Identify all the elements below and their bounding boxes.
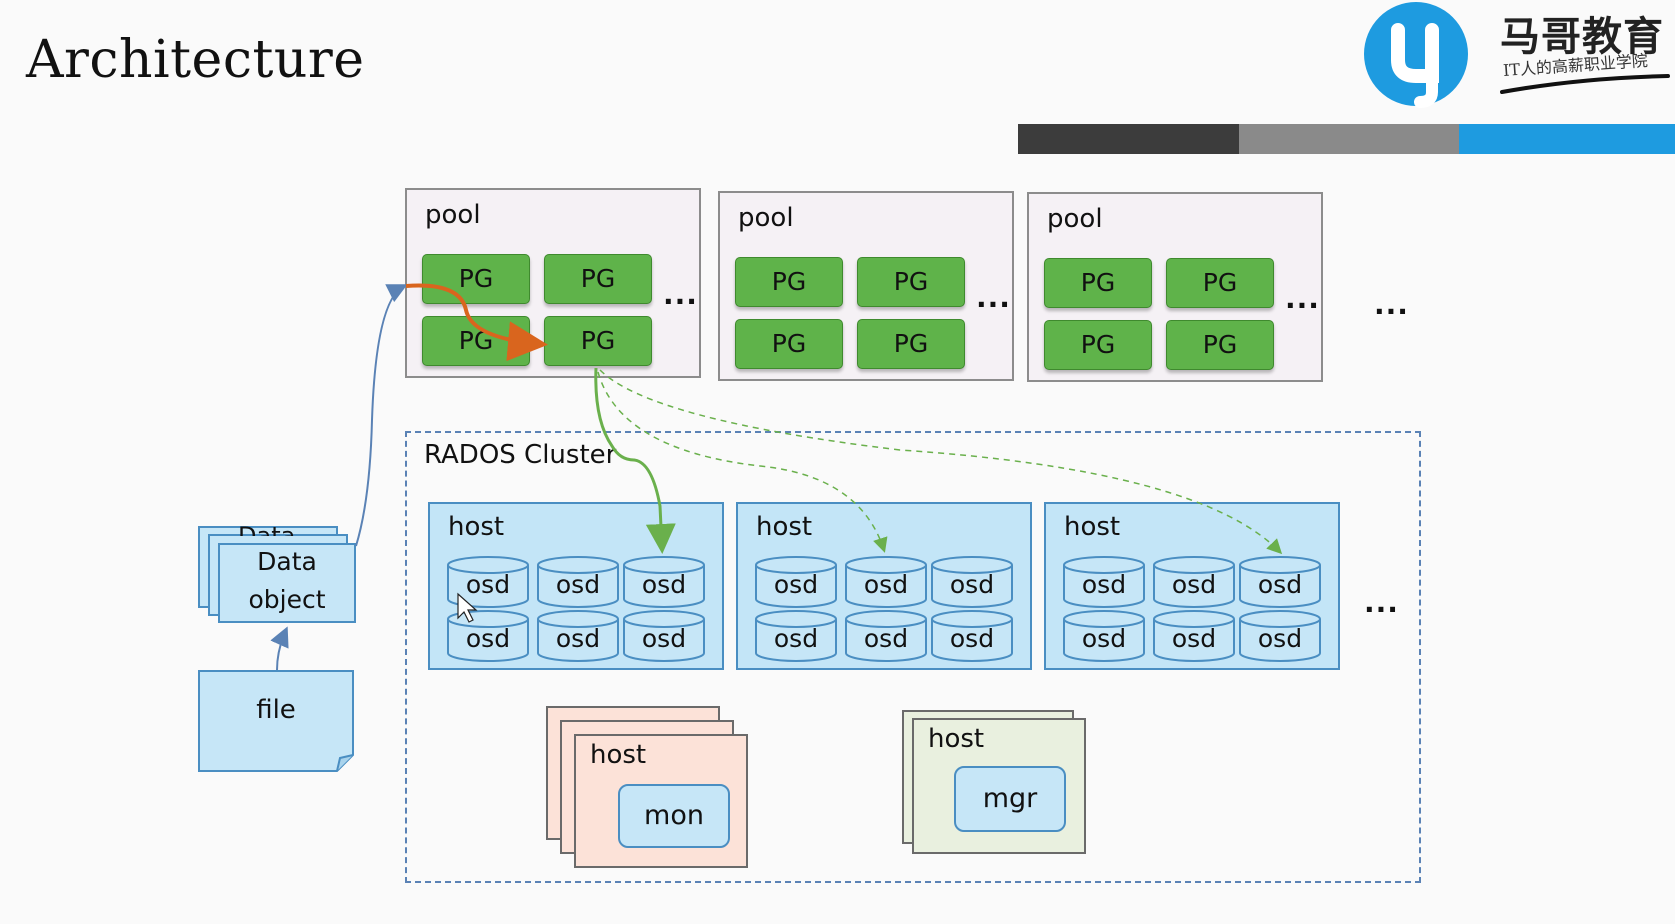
pg-box: PG — [857, 257, 965, 307]
osd-label: osd — [1171, 624, 1217, 653]
mon-host-label: host — [590, 740, 647, 770]
pg-box: PG — [1044, 258, 1152, 308]
pg-box: PG — [544, 316, 652, 366]
brand-logo-icon — [1364, 2, 1468, 108]
osd-host: host osd osd osd osd osd osd — [736, 502, 1032, 670]
data-object-label: Data object — [218, 543, 356, 623]
osd-disk: osd — [1152, 610, 1236, 662]
host-label: host — [448, 512, 505, 542]
osd-disk: osd — [1062, 556, 1146, 608]
pg-box: PG — [1044, 320, 1152, 370]
osd-host: host osd osd osd osd osd osd — [1044, 502, 1340, 670]
brand-name: 马哥教育 — [1500, 14, 1664, 60]
slide-title: Architecture — [26, 30, 365, 90]
host-label: host — [1064, 512, 1121, 542]
osd-disk: osd — [446, 610, 530, 662]
osd-disk: osd — [622, 556, 706, 608]
osd-label: osd — [1257, 624, 1303, 653]
file-label: file — [256, 695, 296, 725]
file-document-icon — [198, 670, 354, 772]
pool-box: pool PG PG PG PG ... — [1027, 192, 1323, 382]
data-object-back-label: Data — [238, 522, 296, 536]
osd-disk: osd — [844, 610, 928, 662]
pool-label: pool — [1047, 204, 1103, 234]
pg-box: PG — [735, 257, 843, 307]
mgr-service: mgr — [954, 766, 1066, 832]
pg-box: PG — [1166, 258, 1274, 308]
osd-disk: osd — [754, 556, 838, 608]
pg-box: PG — [735, 319, 843, 369]
osd-disk: osd — [622, 610, 706, 662]
data-object-card — [218, 543, 356, 623]
osd-disk: osd — [1238, 610, 1322, 662]
osd-label: osd — [1257, 570, 1303, 599]
osd-label: osd — [641, 570, 687, 599]
osd-disk: osd — [446, 556, 530, 608]
osd-label: osd — [863, 624, 909, 653]
osd-disk: osd — [844, 556, 928, 608]
osd-label: osd — [949, 624, 995, 653]
osd-label: osd — [465, 570, 511, 599]
mgr-host-label: host — [928, 724, 985, 754]
data-object-line1: Data — [257, 547, 317, 576]
osd-disk: osd — [1238, 556, 1322, 608]
osd-label: osd — [555, 570, 601, 599]
osd-host: host osd osd osd osd osd osd — [428, 502, 724, 670]
pg-box: PG — [857, 319, 965, 369]
pool-label: pool — [738, 203, 794, 233]
pool-box: pool PG PG PG PG ... — [718, 191, 1014, 381]
pg-box: PG — [1166, 320, 1274, 370]
osd-disk: osd — [930, 610, 1014, 662]
osd-disk: osd — [754, 610, 838, 662]
pool-label: pool — [425, 200, 481, 230]
osd-label: osd — [555, 624, 601, 653]
pool-more-ellipsis: ... — [1285, 282, 1320, 315]
osd-disk: osd — [536, 556, 620, 608]
osd-label: osd — [863, 570, 909, 599]
pool-more-ellipsis: ... — [663, 278, 698, 311]
brand-underline — [1500, 74, 1670, 94]
osd-label: osd — [641, 624, 687, 653]
osd-label: osd — [1171, 570, 1217, 599]
osd-label: osd — [773, 570, 819, 599]
osd-disk: osd — [536, 610, 620, 662]
pools-more-ellipsis: ... — [1374, 288, 1409, 321]
file-to-object-arrow — [270, 626, 289, 671]
data-object-line2: object — [248, 585, 326, 614]
header-bar-dark — [1018, 124, 1239, 154]
hosts-more-ellipsis: ... — [1364, 586, 1399, 619]
pg-box: PG — [422, 254, 530, 304]
mon-service: mon — [618, 784, 730, 848]
host-label: host — [756, 512, 813, 542]
object-to-pool-arrow — [355, 284, 408, 547]
pg-box: PG — [422, 316, 530, 366]
osd-label: osd — [949, 570, 995, 599]
osd-disk: osd — [930, 556, 1014, 608]
rados-cluster-label: RADOS Cluster — [424, 440, 617, 470]
osd-disk: osd — [1152, 556, 1236, 608]
header-bar-gray — [1239, 124, 1459, 154]
header-bar-blue — [1459, 124, 1675, 154]
pg-box: PG — [544, 254, 652, 304]
pool-more-ellipsis: ... — [976, 281, 1011, 314]
osd-disk: osd — [1062, 610, 1146, 662]
osd-label: osd — [1081, 624, 1127, 653]
pool-box: pool PG PG PG PG ... — [405, 188, 701, 378]
osd-label: osd — [465, 624, 511, 653]
osd-label: osd — [773, 624, 819, 653]
osd-label: osd — [1081, 570, 1127, 599]
